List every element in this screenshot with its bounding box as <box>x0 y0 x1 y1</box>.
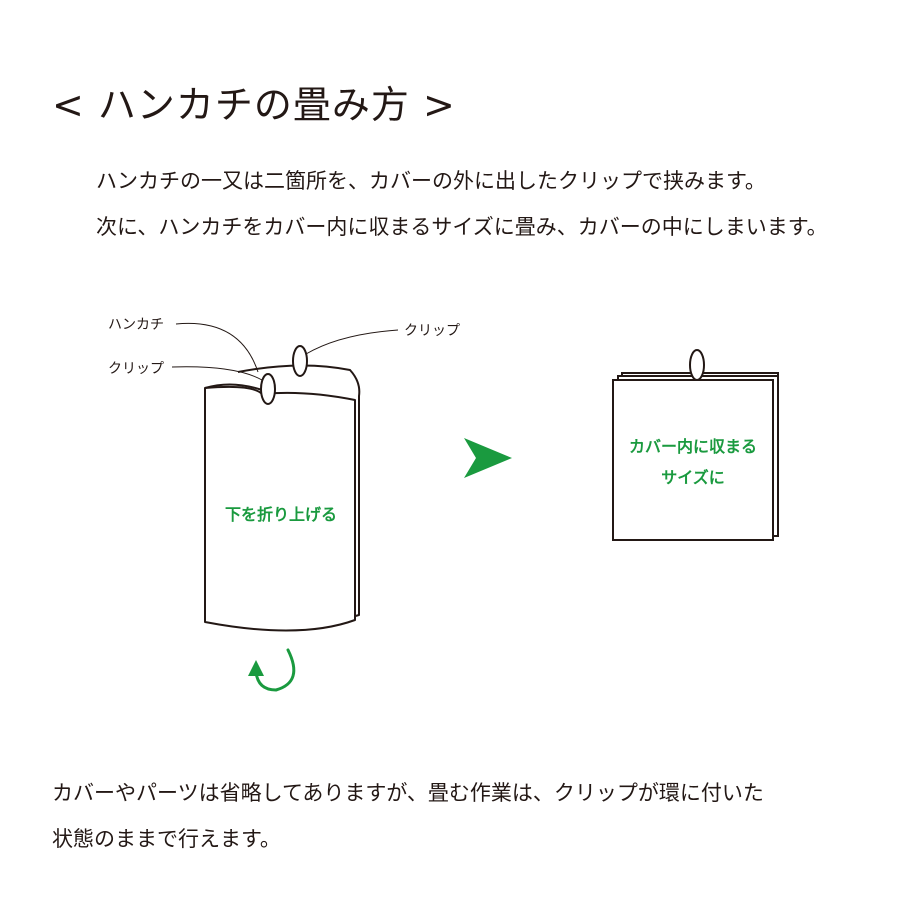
leader-line-clip-left <box>171 366 263 381</box>
footnote-line-2: 状態のままで行えます。 <box>52 827 281 851</box>
fold-instruction: 下を折り上げる <box>225 505 337 524</box>
page-title: < ハンカチの畳み方 > <box>52 83 456 127</box>
footnote-text: カバーやパーツは省略してありますが、畳む作業は、クリップが環に付いた 状態のまま… <box>52 770 764 862</box>
clip-top <box>292 345 308 377</box>
clip-folded <box>689 349 705 381</box>
label-clip-left: クリップ <box>108 361 164 377</box>
folded-layer-front <box>612 379 774 541</box>
clip-left <box>260 373 276 405</box>
next-step-arrow-icon <box>464 438 512 478</box>
label-clip-top: クリップ <box>404 323 460 339</box>
handkerchief-figure <box>204 364 361 632</box>
footnote-line-1: カバーやパーツは省略してありますが、畳む作業は、クリップが環に付いた <box>52 781 764 805</box>
handkerchief-fold-edge <box>204 383 263 391</box>
leader-line-handkerchief <box>175 322 259 373</box>
fold-up-arrowhead-icon <box>248 660 264 676</box>
fold-up-arrow-icon <box>254 648 296 692</box>
fit-instruction-line-1: カバー内に収まる <box>629 437 757 456</box>
label-handkerchief: ハンカチ <box>108 317 164 333</box>
handkerchief-front-panel <box>204 385 356 632</box>
intro-line-2: 次に、ハンカチをカバー内に収まるサイズに畳み、カバーの中にしまいます。 <box>96 215 828 239</box>
leader-line-clip-top <box>305 329 399 355</box>
fit-instruction-line-2: サイズに <box>661 468 725 487</box>
intro-line-1: ハンカチの一又は二箇所を、カバーの外に出したクリップで挟みます。 <box>96 169 766 193</box>
intro-text: ハンカチの一又は二箇所を、カバーの外に出したクリップで挟みます。 次に、ハンカチ… <box>96 158 828 250</box>
folded-handkerchief-figure <box>612 372 779 541</box>
